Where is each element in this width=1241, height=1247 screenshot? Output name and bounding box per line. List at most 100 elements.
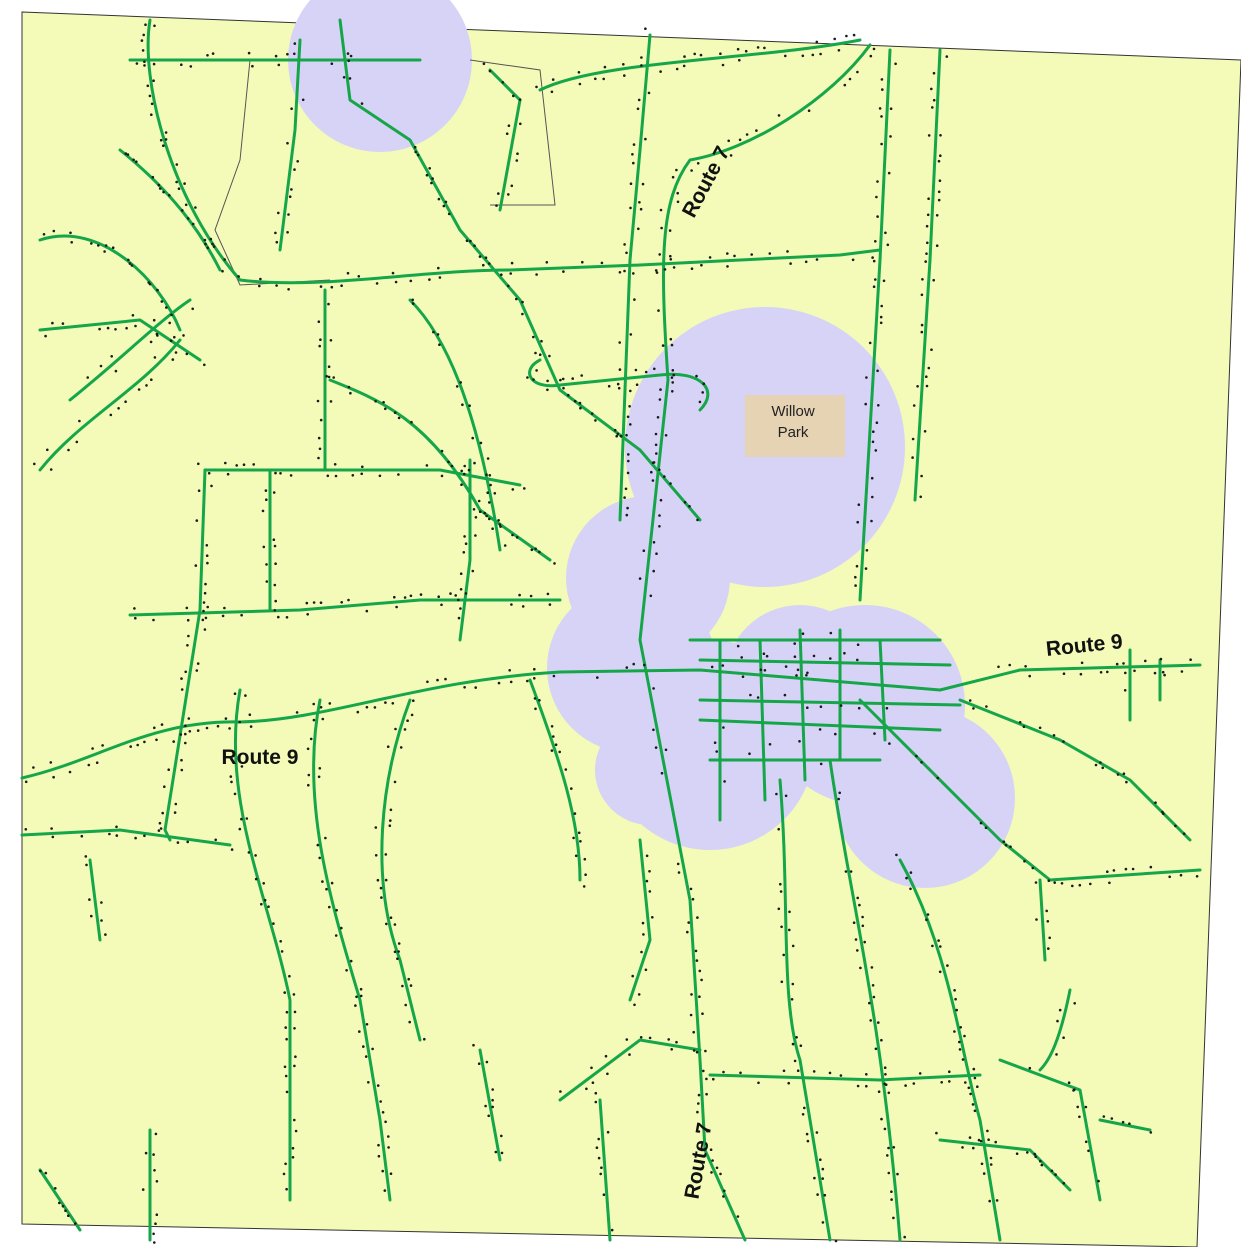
address-point <box>979 1139 983 1143</box>
address-point <box>932 278 935 282</box>
address-point <box>474 686 478 689</box>
address-point <box>497 681 501 685</box>
address-point <box>1028 1066 1032 1070</box>
address-point <box>488 69 492 73</box>
address-point <box>923 430 927 433</box>
address-point <box>756 46 760 49</box>
address-point <box>381 1111 385 1114</box>
address-point <box>705 1092 708 1096</box>
address-point <box>709 1148 713 1151</box>
address-point <box>828 1071 832 1075</box>
address-point <box>412 699 415 702</box>
address-point <box>187 717 191 720</box>
address-point <box>371 1047 374 1051</box>
address-point <box>33 462 36 466</box>
address-point <box>488 262 491 265</box>
address-point <box>51 835 55 839</box>
address-point <box>939 945 942 948</box>
address-point <box>1179 873 1183 877</box>
address-point <box>911 437 915 441</box>
address-point <box>538 550 541 554</box>
address-point <box>507 124 511 127</box>
address-point <box>1106 670 1109 674</box>
address-point <box>1180 670 1184 673</box>
address-point <box>152 1232 155 1236</box>
address-point <box>425 173 429 177</box>
address-point <box>364 1055 368 1058</box>
address-point <box>325 887 328 891</box>
address-point <box>203 238 207 242</box>
address-point <box>925 375 928 379</box>
address-point <box>782 1069 786 1073</box>
address-point <box>477 1062 481 1065</box>
address-point <box>391 702 395 705</box>
address-point <box>274 599 278 603</box>
address-point <box>561 377 565 381</box>
address-point <box>604 1054 608 1058</box>
address-point <box>486 457 490 460</box>
address-point <box>384 407 387 411</box>
address-point <box>88 898 91 901</box>
address-point <box>790 998 794 1001</box>
address-point <box>722 1195 725 1198</box>
address-point <box>148 282 152 286</box>
address-point <box>411 302 415 305</box>
address-point <box>238 720 241 724</box>
address-point <box>407 977 411 981</box>
address-point <box>886 1154 889 1157</box>
address-point <box>110 355 113 358</box>
address-point <box>389 916 393 919</box>
address-point <box>695 959 699 962</box>
address-point <box>623 269 626 273</box>
address-point <box>283 1065 287 1069</box>
address-point <box>691 897 695 901</box>
address-point <box>803 1106 806 1110</box>
address-point <box>251 64 254 68</box>
address-point <box>699 53 703 57</box>
willow-park[interactable]: Willow Park <box>745 395 845 457</box>
address-point <box>272 538 276 541</box>
address-point <box>362 1045 365 1048</box>
address-point <box>550 749 554 752</box>
address-point <box>474 534 477 537</box>
address-point <box>180 758 183 762</box>
address-point <box>168 321 171 325</box>
address-point <box>834 1239 838 1243</box>
address-point <box>602 77 605 81</box>
address-point <box>205 726 209 730</box>
address-point <box>1108 881 1111 885</box>
address-point <box>175 163 179 166</box>
address-point <box>851 258 855 262</box>
address-point <box>288 974 291 978</box>
address-point <box>857 706 861 710</box>
address-point <box>671 381 674 384</box>
address-point <box>114 328 117 331</box>
address-point <box>805 673 808 677</box>
address-point <box>252 463 255 466</box>
address-point <box>861 915 864 919</box>
address-point <box>659 498 663 502</box>
address-point <box>285 1090 289 1094</box>
address-point <box>306 747 310 751</box>
address-point <box>1122 772 1126 775</box>
address-point <box>872 430 875 434</box>
address-point <box>403 728 407 731</box>
address-point <box>1053 881 1056 884</box>
address-point <box>964 1081 967 1084</box>
address-point <box>723 1189 726 1193</box>
address-point <box>1062 1036 1065 1039</box>
address-point <box>117 407 120 410</box>
address-point <box>696 518 699 522</box>
address-point <box>49 468 53 471</box>
address-point <box>806 1139 810 1143</box>
address-point <box>389 808 393 812</box>
address-point <box>755 129 758 132</box>
address-point <box>347 385 351 389</box>
address-point <box>562 270 565 273</box>
address-point <box>919 495 922 499</box>
address-point <box>324 836 327 840</box>
address-point <box>207 471 211 475</box>
address-point <box>623 496 626 499</box>
address-point <box>145 384 148 387</box>
